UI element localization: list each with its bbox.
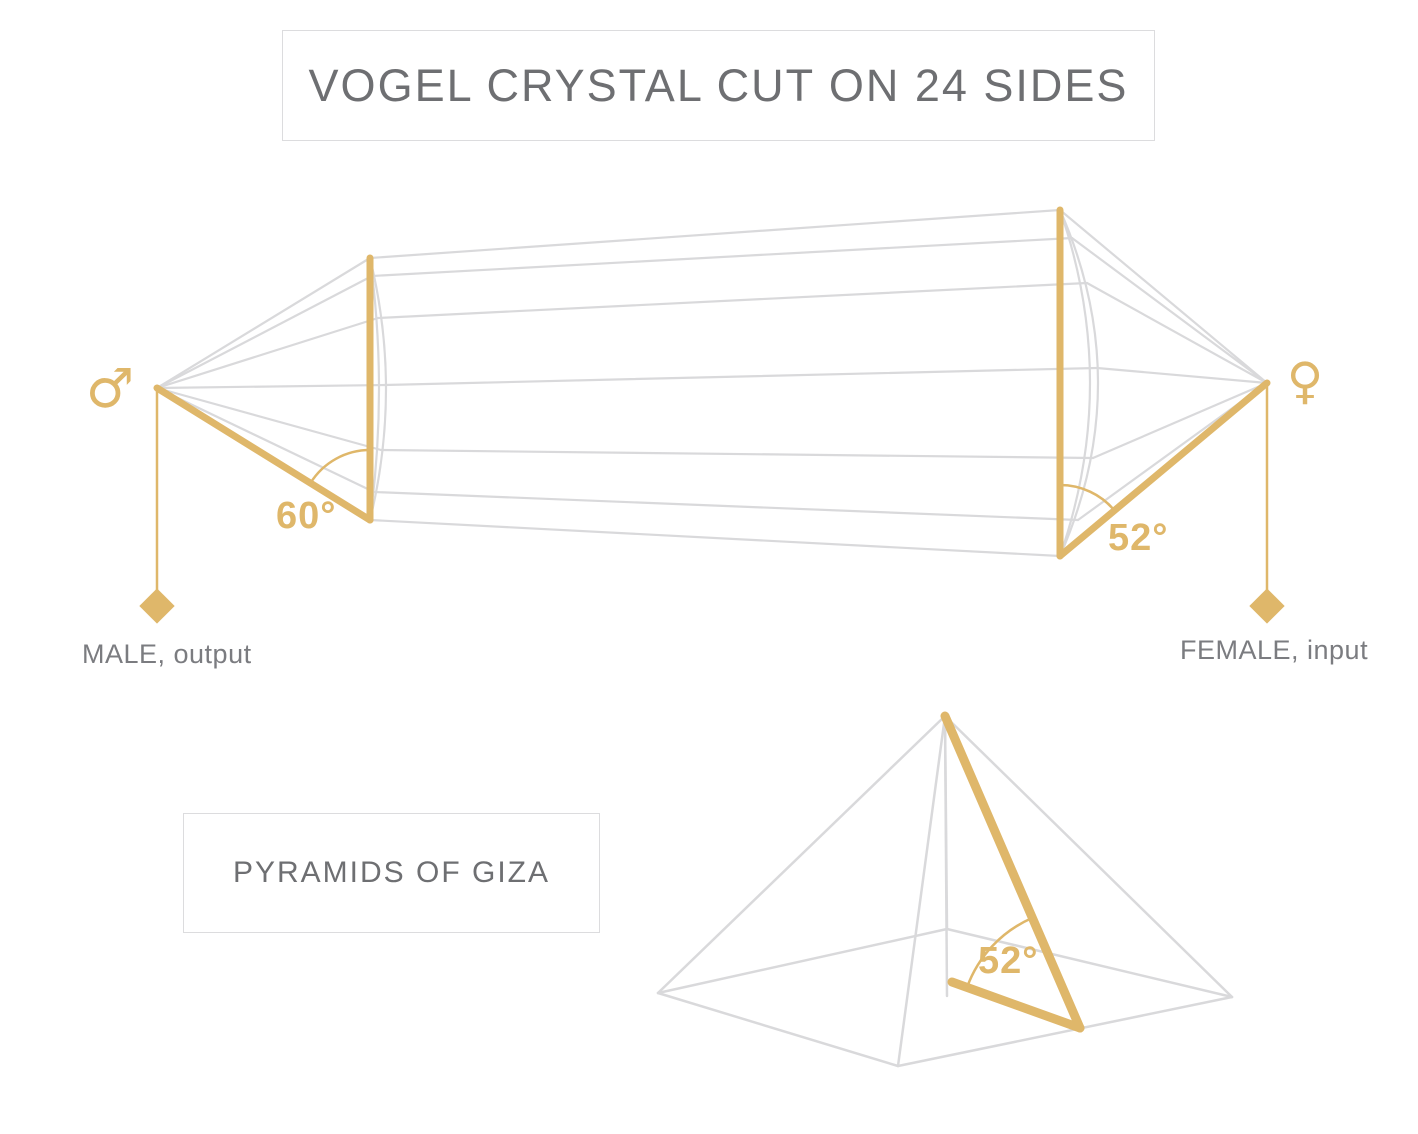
female-plumb-diamond-icon [1249,588,1285,624]
crystal-gold-edges [153,206,1271,592]
title-box: VOGEL CRYSTAL CUT ON 24 SIDES [282,30,1155,141]
right-tip-angle-label: 52° [1108,517,1169,559]
pyramid-gold-edges [940,711,1085,1033]
pyramid-title-box: PYRAMIDS OF GIZA [183,813,600,933]
female-input-label: FEMALE, input [1180,635,1369,665]
pyramid-angle-arc [965,916,1033,988]
page-title: VOGEL CRYSTAL CUT ON 24 SIDES [308,59,1129,111]
male-plumb-diamond-icon [139,588,175,624]
pyramid-wireframe [656,714,1234,1068]
crystal-end-face-curves [368,208,1100,558]
crystal-body-edges [368,208,1099,558]
crystal-left-tip-edge [153,384,374,524]
pyramid-slant-edge [940,711,1085,1033]
left-tip-angle-label: 60° [276,495,337,537]
right-angle-arc [1059,483,1116,512]
female-symbol-icon: ♀ [1286,352,1324,410]
crystal-left-tip-fan [155,256,387,522]
plumb-diamonds [139,588,1285,624]
male-symbol-icon: ♂ [85,357,135,420]
crystal-right-tip-edge [1056,379,1271,560]
pyramid-base-line [947,977,1085,1033]
male-output-label: MALE, output [82,639,252,669]
pyramid-title: PYRAMIDS OF GIZA [232,856,551,889]
left-angle-arc [309,448,371,484]
pyramid-slope-angle-label: 52° [978,940,1039,982]
